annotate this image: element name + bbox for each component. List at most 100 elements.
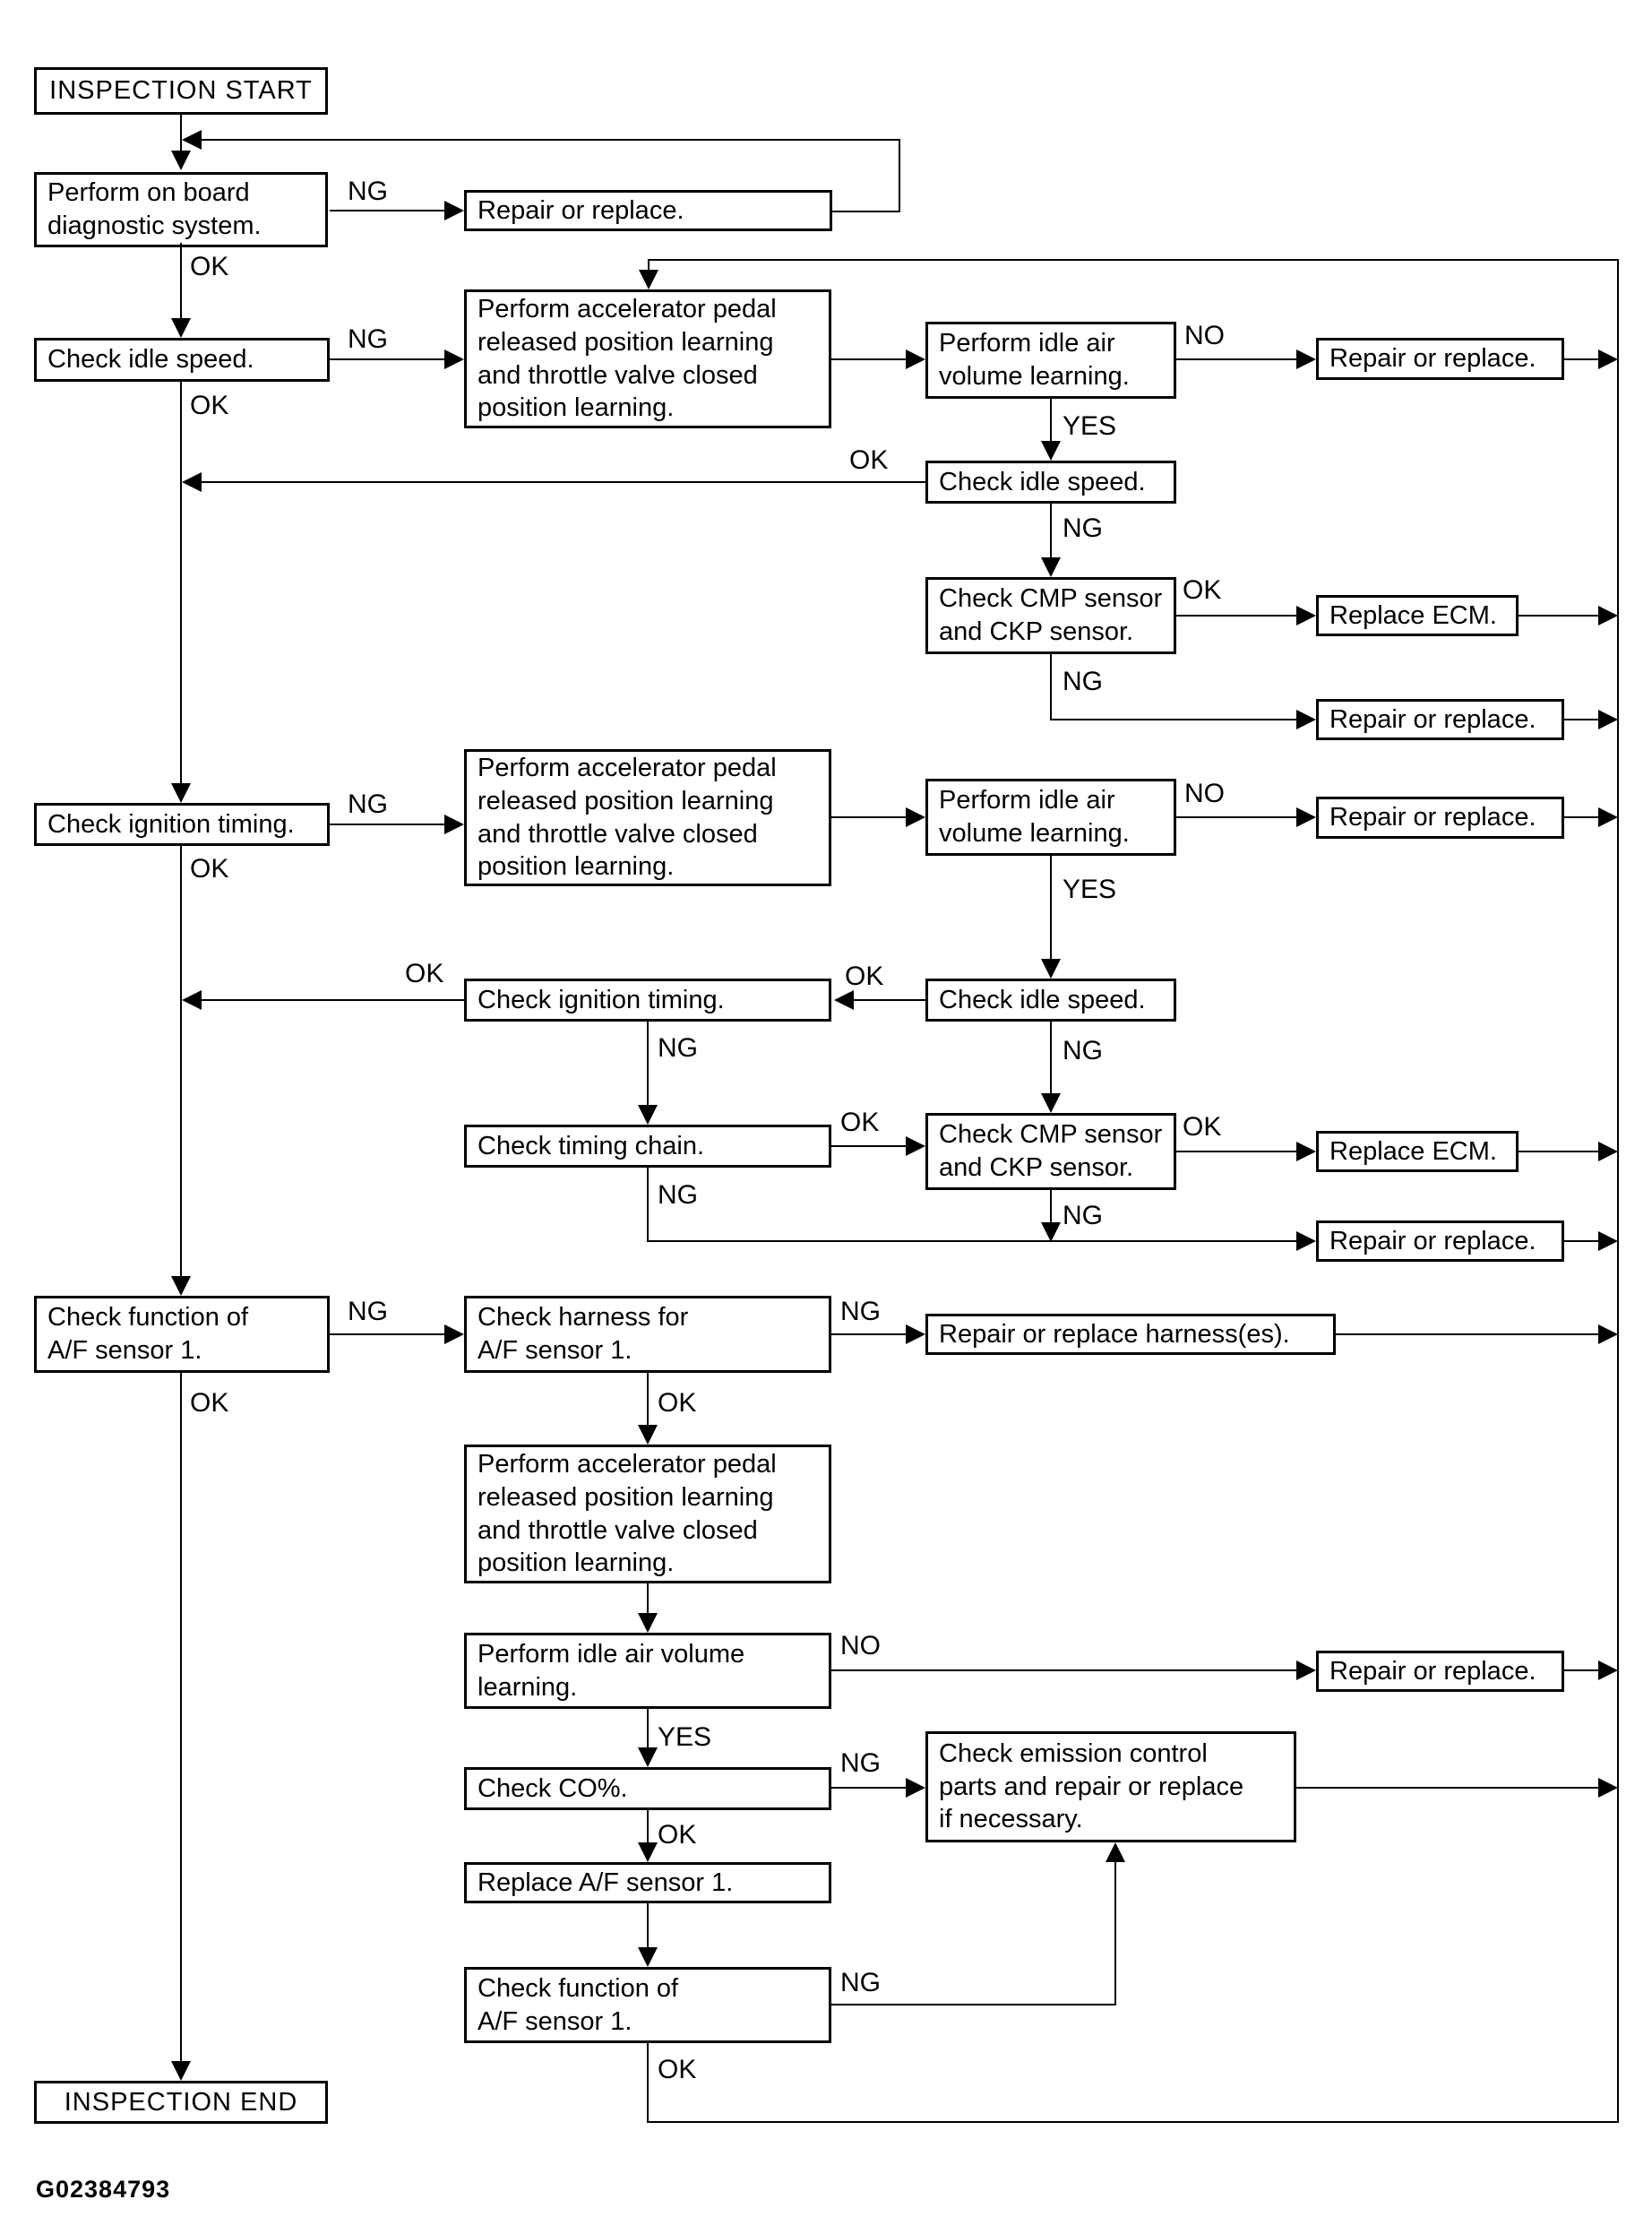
edge-label-ng: NG — [348, 324, 388, 354]
flow-line — [1050, 399, 1052, 441]
flow-line — [1564, 1240, 1598, 1242]
flow-line — [831, 358, 906, 360]
flow-box-idle-air-learning-2: Perform idle air volume learning. — [925, 779, 1176, 856]
edge-label-ng: NG — [1063, 513, 1103, 543]
edge-label-ok: OK — [405, 959, 444, 988]
flow-box-replace-ecm-1: Replace ECM. — [1316, 595, 1519, 636]
edge-label-ng: NG — [1063, 1201, 1103, 1230]
flow-line — [854, 999, 925, 1001]
flow-line — [647, 1583, 649, 1613]
flow-line — [831, 1333, 906, 1335]
edge-label-ng: NG — [348, 177, 388, 206]
flow-line — [1336, 1333, 1598, 1335]
edge-label-no: NO — [840, 1631, 881, 1660]
flow-arrowhead — [639, 270, 658, 289]
edge-label-ok: OK — [658, 1388, 697, 1418]
flow-arrowhead — [638, 1613, 658, 1633]
flow-line — [180, 115, 182, 151]
edge-label-ok: OK — [1183, 1112, 1222, 1142]
flow-arrowhead — [1598, 1142, 1618, 1161]
edge-label-ok: OK — [190, 1388, 229, 1418]
flow-line — [647, 2043, 649, 2123]
flow-box-check-emission: Check emission control parts and repair … — [925, 1731, 1296, 1842]
flow-box-text: Check function of A/F sensor 1. — [47, 1303, 249, 1365]
edge-label-ok: OK — [658, 1820, 697, 1850]
flow-box-check-idle-speed-1: Check idle speed. — [34, 338, 330, 382]
flow-arrowhead — [1296, 1231, 1316, 1251]
flow-box-idle-air-learning-1: Perform idle air volume learning. — [925, 322, 1176, 399]
flow-box-on-board-diagnostic: Perform on board diagnostic system. — [34, 172, 328, 247]
edge-label-no: NO — [1184, 321, 1225, 350]
flow-arrowhead — [1296, 710, 1316, 729]
flow-arrowhead — [444, 201, 464, 220]
flow-arrowhead — [1106, 1842, 1125, 1862]
flow-arrowhead — [1296, 349, 1316, 369]
flow-arrowhead — [171, 151, 191, 170]
flow-line — [1564, 358, 1598, 360]
flow-line — [180, 846, 182, 1276]
flow-arrowhead — [1041, 1093, 1061, 1113]
edge-label-ok: OK — [190, 252, 229, 281]
flow-line — [831, 1669, 1296, 1671]
flow-arrowhead — [906, 349, 925, 369]
edge-label-ng: NG — [840, 1297, 881, 1326]
flow-arrowhead — [906, 1324, 925, 1344]
edge-label-ng: NG — [840, 1968, 881, 1997]
edge-label-ng: NG — [348, 1297, 388, 1326]
flow-box-repair-harness: Repair or replace harness(es). — [925, 1314, 1336, 1355]
flow-box-check-cmp-ckp-2: Check CMP sensor and CKP sensor. — [925, 1113, 1176, 1190]
flow-box-repair-or-replace-3: Repair or replace. — [1316, 699, 1564, 740]
flow-box-text: Perform accelerator pedal released posit… — [478, 1450, 777, 1578]
flow-line — [831, 816, 906, 818]
flow-line — [202, 139, 899, 141]
flow-arrowhead — [1598, 606, 1618, 625]
flow-line — [1176, 358, 1296, 360]
flow-line — [831, 1145, 906, 1147]
flow-arrowhead — [1598, 1778, 1618, 1798]
flow-box-accel-pedal-learning-1: Perform accelerator pedal released posit… — [464, 289, 831, 428]
flow-line — [647, 1810, 649, 1842]
flow-arrowhead — [1598, 1660, 1618, 1680]
flow-arrowhead — [171, 2061, 191, 2081]
flow-box-accel-pedal-learning-2: Perform accelerator pedal released posit… — [464, 749, 831, 886]
flow-arrowhead — [444, 349, 464, 369]
flow-arrowhead — [1041, 441, 1061, 461]
flow-line — [647, 2121, 1619, 2123]
flow-arrowhead — [1598, 1231, 1618, 1251]
flow-box-check-idle-speed-3: Check idle speed. — [925, 979, 1176, 1022]
flow-line — [1176, 1151, 1296, 1152]
flow-line — [180, 382, 182, 783]
flow-line — [1050, 654, 1052, 720]
flow-box-check-co: Check CO%. — [464, 1767, 831, 1810]
flow-line — [832, 211, 900, 212]
flow-line — [647, 1373, 649, 1425]
flow-line — [831, 1787, 906, 1789]
flow-line — [180, 243, 182, 318]
flow-box-text: Perform accelerator pedal released posit… — [478, 754, 777, 882]
flow-arrowhead — [444, 815, 464, 834]
edge-label-ng: NG — [1063, 667, 1103, 696]
flow-arrowhead — [1598, 807, 1618, 827]
figure-id: G02384793 — [36, 2176, 171, 2203]
flow-box-repair-or-replace-5: Repair or replace. — [1316, 1221, 1564, 1262]
edge-label-ng: NG — [348, 789, 388, 819]
flow-box-text: Check harness for A/F sensor 1. — [478, 1303, 689, 1365]
edge-label-ok: OK — [190, 854, 229, 884]
edge-label-ng: NG — [658, 1180, 698, 1210]
flow-box-inspection-start: INSPECTION START — [34, 67, 328, 115]
flow-arrowhead — [638, 1947, 658, 1967]
flow-box-replace-ecm-2: Replace ECM. — [1316, 1131, 1519, 1172]
edge-label-ok: OK — [840, 1108, 880, 1137]
edge-label-yes: YES — [1063, 411, 1117, 441]
flow-line — [647, 1022, 649, 1105]
edge-label-ng: NG — [1063, 1036, 1103, 1065]
flow-line — [648, 261, 650, 272]
flow-line — [1050, 1189, 1052, 1222]
flow-box-check-timing-chain: Check timing chain. — [464, 1125, 831, 1168]
edge-label-ng: NG — [840, 1748, 881, 1778]
flow-line — [1050, 1022, 1052, 1093]
flow-line — [330, 210, 444, 211]
flow-line — [647, 1168, 649, 1242]
flow-box-check-cmp-ckp-1: Check CMP sensor and CKP sensor. — [925, 577, 1176, 654]
